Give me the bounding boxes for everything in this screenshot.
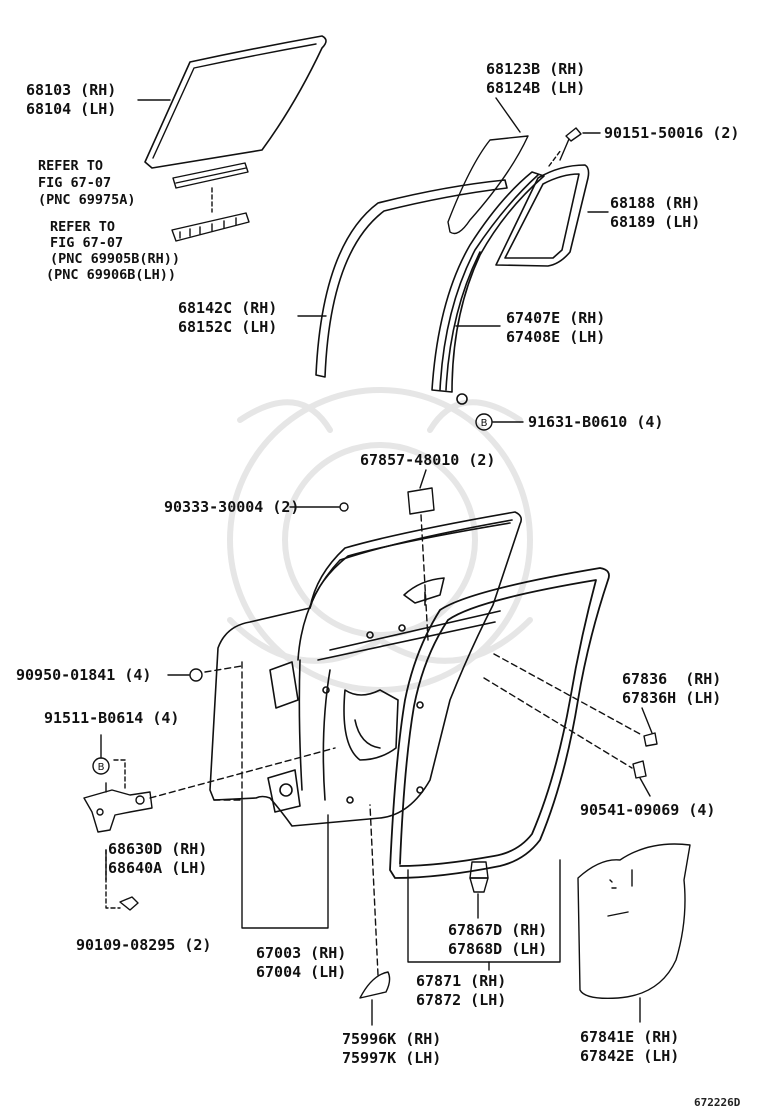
- label-hinge-rh: 68630D (RH): [108, 840, 208, 858]
- label-quarter-glass-rh: 68188 (RH): [610, 194, 701, 212]
- door-glass: [144, 35, 327, 169]
- watermark-emblem: [227, 387, 533, 693]
- label-frame-channel-lh: 67408E (LH): [506, 328, 606, 346]
- label-hole-cover-rh: 67841E (RH): [580, 1028, 680, 1046]
- hole-cover-sheet: [577, 843, 691, 1000]
- cover-piece: [359, 971, 391, 999]
- label-quarter-glass-lh: 68189 (LH): [610, 213, 701, 231]
- label-clip-67867-rh: 67867D (RH): [448, 921, 548, 939]
- label-screw-90151: 90151-50016 (2): [604, 124, 740, 142]
- label-upper-cover-rh: 68123B (RH): [486, 60, 586, 78]
- label-glass-rh: 68103 (RH): [26, 81, 117, 99]
- label-ref2-line2: FIG 67-07: [50, 235, 124, 251]
- label-plug-90333: 90333-30004 (2): [164, 498, 300, 516]
- nut: [189, 668, 203, 682]
- label-hole-cover-lh: 67842E (LH): [580, 1047, 680, 1065]
- label-weatherstrip-rh: 67871 (RH): [416, 972, 507, 990]
- door-weatherstrip: [389, 567, 610, 879]
- hinge-pin: [119, 896, 139, 911]
- seal-pad: [407, 487, 435, 515]
- label-clip-67868-lh: 67868D (LH): [448, 940, 548, 958]
- door-panel: [209, 511, 522, 827]
- label-glass-lh: 68104 (LH): [26, 100, 117, 118]
- label-clip-90541: 90541-09069 (4): [580, 801, 716, 819]
- label-frame-channel-rh: 67407E (RH): [506, 309, 606, 327]
- label-ref1-line1: REFER TO: [38, 158, 104, 174]
- label-clip-67836-rh: 67836 (RH): [622, 670, 722, 688]
- quarter-glass: [495, 164, 590, 267]
- label-bolt-91631: 91631-B0610 (4): [528, 413, 664, 431]
- plug: [339, 502, 349, 512]
- screw: [559, 127, 582, 161]
- clip-67867: [469, 861, 489, 893]
- glass-channel-upper: [172, 162, 249, 189]
- clip-67836: [643, 732, 658, 747]
- label-nut-90950: 90950-01841 (4): [16, 666, 152, 684]
- glass-channel-lower: [171, 212, 250, 242]
- label-ref2-line1: REFER TO: [50, 219, 116, 235]
- svg-text:B: B: [481, 418, 488, 429]
- svg-text:B: B: [98, 762, 105, 773]
- clip-90541: [632, 760, 647, 779]
- label-weatherstrip-lh: 67872 (LH): [416, 991, 507, 1009]
- label-clip-67836h-lh: 67836H (LH): [622, 689, 722, 707]
- label-door-panel-lh: 67004 (LH): [256, 963, 347, 981]
- label-run-channel-lh: 68152C (LH): [178, 318, 278, 336]
- label-ref1-line3: (PNC 69975A): [38, 192, 136, 208]
- label-upper-cover-lh: 68124B (LH): [486, 79, 586, 97]
- label-cover-75996-rh: 75996K (RH): [342, 1030, 442, 1048]
- upper-frame-cover: [447, 135, 529, 235]
- label-door-panel-rh: 67003 (RH): [256, 944, 347, 962]
- label-ref2-line4: (PNC 69906B(LH)): [46, 267, 177, 283]
- rear-frame-channel: [431, 171, 545, 405]
- label-run-channel-rh: 68142C (RH): [178, 299, 278, 317]
- figure-code: 672226D: [694, 1096, 741, 1109]
- label-ref2-line3: (PNC 69905B(RH)): [50, 251, 181, 267]
- label-pin-90109: 90109-08295 (2): [76, 936, 212, 954]
- label-hinge-lh: 68640A (LH): [108, 859, 208, 877]
- glass-run-channel: [315, 179, 508, 378]
- label-cover-75997-lh: 75997K (LH): [342, 1049, 442, 1067]
- door-window-frame: [297, 519, 513, 661]
- label-bolt-91511: 91511-B0614 (4): [44, 709, 180, 727]
- bolt-b-top-circle: [475, 413, 493, 431]
- label-seal-67857: 67857-48010 (2): [360, 451, 496, 469]
- label-ref1-line2: FIG 67-07: [38, 175, 112, 191]
- door-hinge: [83, 789, 153, 833]
